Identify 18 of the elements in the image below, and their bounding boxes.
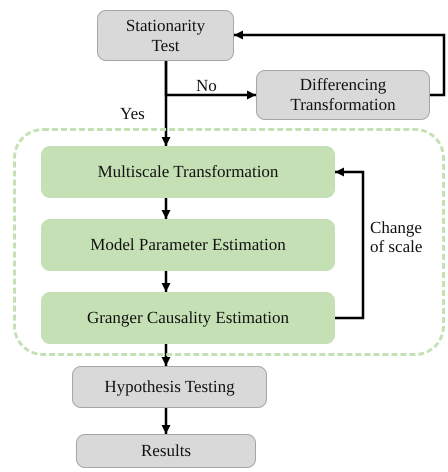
process-box: Model Parameter Estimation	[41, 219, 335, 271]
arrow	[162, 271, 170, 292]
arrow	[162, 344, 170, 366]
process-box: Hypothesis Testing	[72, 366, 267, 408]
process-box: Results	[76, 434, 256, 468]
edge-label: No	[196, 76, 218, 95]
edge-label: Change of scale	[370, 218, 424, 256]
arrow	[162, 408, 170, 434]
process-box: Multiscale Transformation	[41, 146, 335, 198]
arrow	[162, 198, 170, 219]
arrow	[234, 30, 446, 96]
process-box: Granger Causality Estimation	[41, 292, 335, 344]
arrow	[335, 168, 364, 320]
process-box: Differencing Transformation	[256, 70, 430, 120]
arrow	[164, 61, 256, 100]
process-box: Stationarity Test	[97, 10, 234, 61]
edge-label: Yes	[120, 104, 146, 123]
dashed-group-box	[13, 128, 445, 356]
